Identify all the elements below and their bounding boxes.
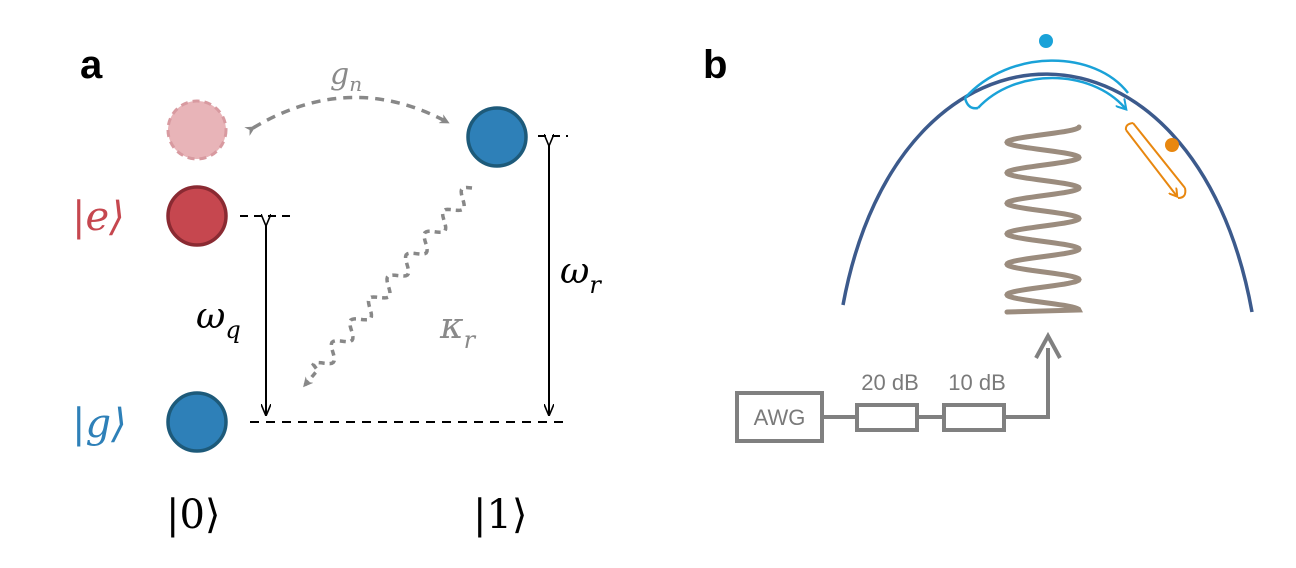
- orange-orbit-cap: [1124, 122, 1134, 131]
- drive-arrowhead: [1034, 331, 1062, 359]
- panel-b: b AWG 20 dB 10 dB: [703, 34, 1254, 443]
- ket-0-label: |0⟩: [166, 492, 221, 538]
- decay-wavy-arrow: [303, 185, 473, 388]
- wire-att2-spring: [1004, 348, 1050, 419]
- kappa-r-label: κr: [439, 306, 477, 354]
- excited-state-circle: [166, 185, 228, 247]
- ghost-state-circle: [166, 99, 228, 161]
- awg-label: AWG: [754, 405, 806, 430]
- omega-r-label: ωr: [560, 251, 602, 299]
- attenuator-20db: [855, 403, 919, 432]
- panel-b-label: b: [703, 43, 727, 87]
- omega-q-label: ωq: [196, 296, 241, 344]
- coupling-arrow: [244, 95, 450, 136]
- panel-a-label: a: [80, 43, 103, 87]
- cyan-orbit-cap: [963, 97, 979, 110]
- attenuator-10db-label: 10 dB: [948, 370, 1006, 395]
- ket-e-label: |e⟩: [72, 194, 125, 240]
- cyan-particle: [1039, 34, 1053, 48]
- orange-orbit-cap-bottom: [1177, 187, 1187, 199]
- resonator-excited-circle: [466, 106, 528, 168]
- ground-state-circle: [166, 391, 228, 453]
- cyan-orbit-outer: [964, 59, 1129, 99]
- orange-particle: [1165, 138, 1179, 152]
- cyan-orbit-inner: [977, 76, 1125, 108]
- ket-1-label: |1⟩: [473, 492, 528, 538]
- orange-orbit-outer: [1132, 122, 1186, 189]
- panel-a: a gn |e⟩ |g⟩ ωq ωr κr: [72, 43, 602, 538]
- ket-g-label: |g⟩: [72, 401, 127, 447]
- spring-coil: [1004, 124, 1083, 315]
- potential-curve: [841, 72, 1254, 313]
- attenuator-10db: [942, 403, 1006, 432]
- attenuator-20db-label: 20 dB: [861, 370, 919, 395]
- coupling-label: gn: [330, 57, 362, 96]
- orange-orbit-inner: [1125, 129, 1176, 195]
